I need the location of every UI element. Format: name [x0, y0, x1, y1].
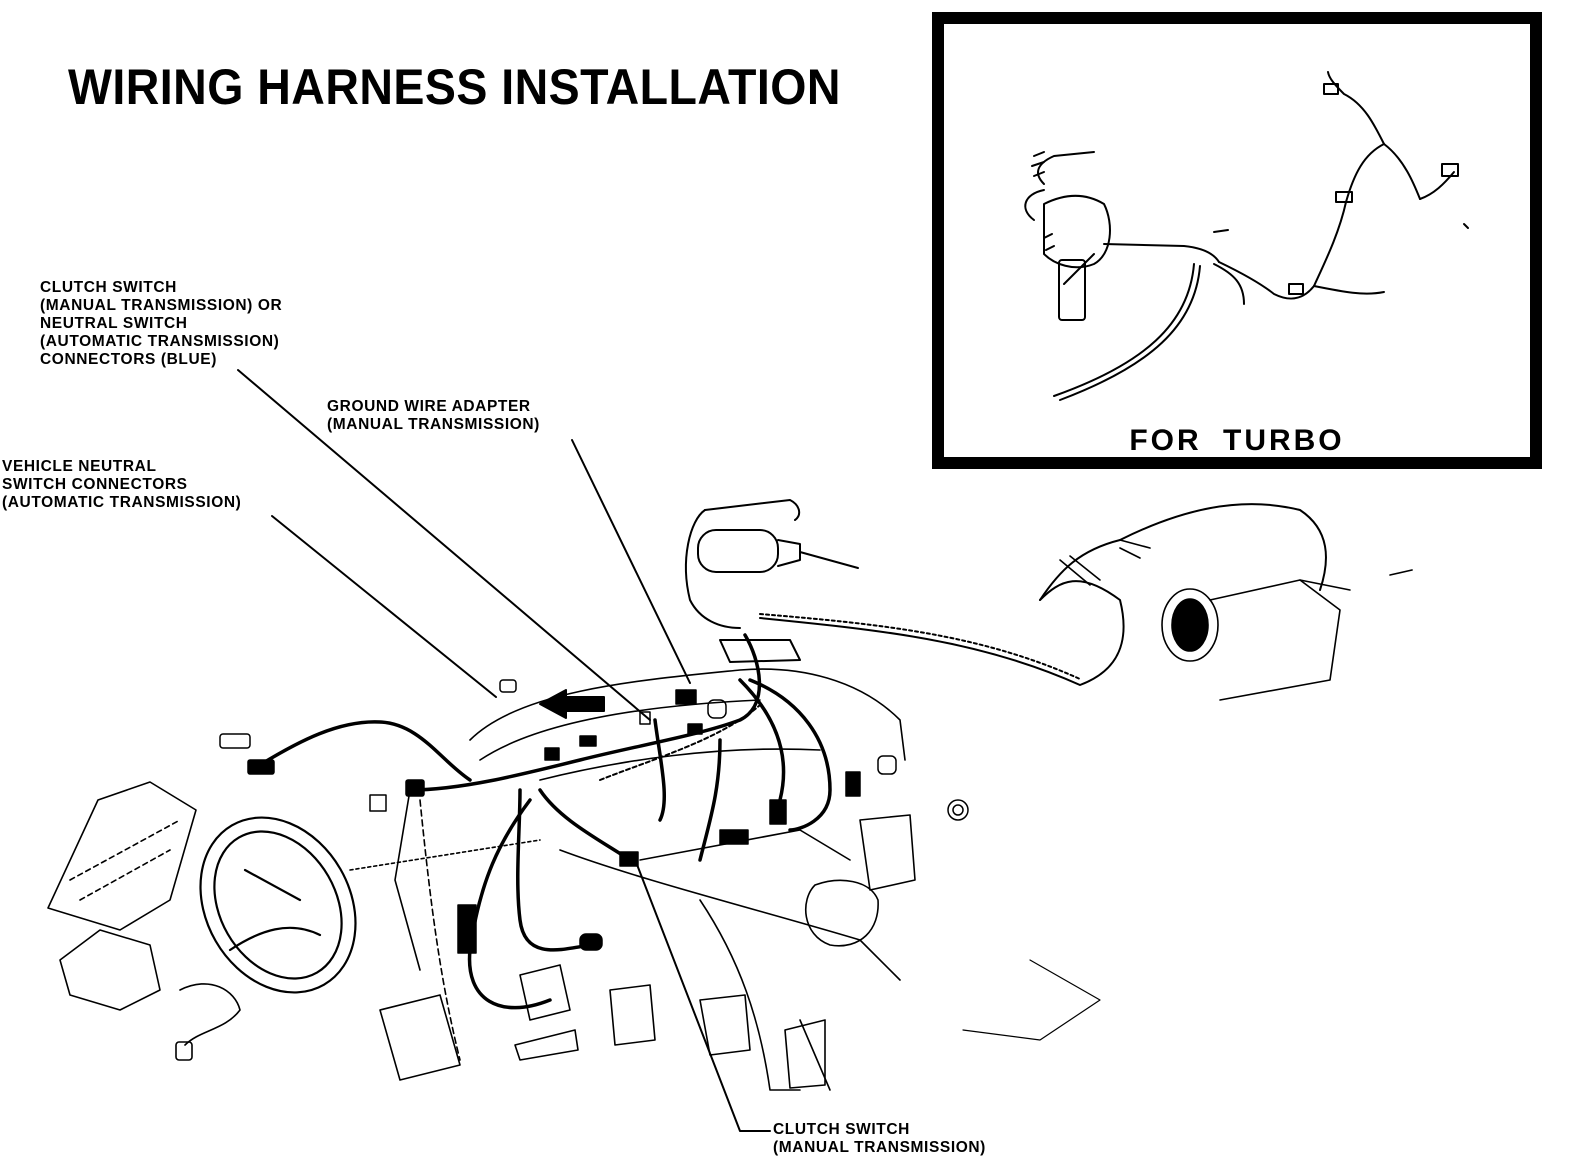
harness-cables	[253, 633, 832, 1010]
callout-clutch-switch-bottom: CLUTCH SWITCH (MANUAL TRANSMISSION)	[773, 1121, 986, 1157]
harness-cable-twisted	[599, 503, 1327, 781]
dashboard	[349, 668, 906, 1091]
leader-clutch-bottom	[635, 861, 771, 1132]
coil-bracket	[684, 499, 859, 663]
turbo-inset-panel: FOR TURBO	[932, 12, 1542, 469]
callout-line: CLUTCH SWITCH	[773, 1121, 910, 1138]
callout-ground-wire-adapter: GROUND WIRE ADAPTER (MANUAL TRANSMISSION…	[327, 398, 540, 434]
callout-line: GROUND WIRE ADAPTER	[327, 398, 531, 415]
callout-line: SWITCH CONNECTORS	[2, 476, 188, 493]
instrument-cluster	[47, 781, 197, 931]
callout-line: (MANUAL TRANSMISSION)	[327, 416, 540, 433]
callout-line: (AUTOMATIC TRANSMISSION)	[40, 333, 280, 350]
callout-line: VEHICLE NEUTRAL	[2, 458, 157, 475]
callout-vehicle-neutral-switch: VEHICLE NEUTRAL SWITCH CONNECTORS (AUTOM…	[2, 458, 241, 512]
leader-vehicle-neutral	[271, 515, 497, 698]
actuator-assembly	[1059, 539, 1413, 701]
callout-line: CONNECTORS (BLUE)	[40, 351, 217, 368]
turbo-harness-illustration	[1024, 71, 1469, 401]
arrow-body	[539, 689, 605, 719]
callout-clutch-neutral-switch: CLUTCH SWITCH (MANUAL TRANSMISSION) OR N…	[40, 279, 282, 369]
leader-lines	[237, 369, 771, 1132]
inset-caption: FOR TURBO	[1129, 424, 1345, 457]
callout-line: NEUTRAL SWITCH	[40, 315, 188, 332]
callout-line: CLUTCH SWITCH	[40, 279, 177, 296]
lower-components	[379, 814, 1101, 1089]
leader-ground-wire	[571, 439, 691, 684]
steering-wheel	[199, 816, 357, 994]
callout-line: (AUTOMATIC TRANSMISSION)	[2, 494, 242, 511]
connectors	[219, 679, 969, 954]
callout-line: (MANUAL TRANSMISSION)	[773, 1139, 986, 1156]
page-title: WIRING HARNESS INSTALLATION	[68, 59, 841, 115]
leader-clutch-neutral	[237, 369, 651, 721]
airbag-module	[59, 929, 241, 1061]
callout-line: (MANUAL TRANSMISSION) OR	[40, 297, 283, 314]
